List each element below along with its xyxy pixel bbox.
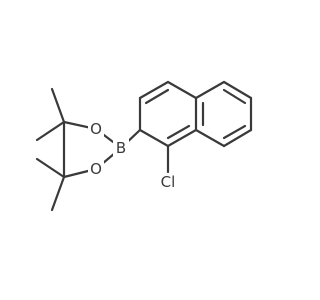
bond-c7-c8-double [222, 124, 247, 140]
chlorine-label: Cl [161, 173, 176, 191]
bond-c1-c2 [138, 128, 170, 148]
bond-c4a-c5 [194, 80, 226, 100]
bond-c5-c6 [222, 80, 253, 100]
bond-c5-c6-double [222, 88, 247, 105]
bond-c8a-c1-double [166, 124, 191, 140]
bond-methyl-2 [35, 120, 66, 142]
molecule-structure: O O B Cl [35, 80, 253, 212]
bond-lines [35, 80, 253, 212]
bond-methyl-3 [35, 157, 66, 179]
bond-c7-c8 [222, 128, 253, 148]
atom-labels: O O B Cl [88, 120, 179, 191]
bond-c3-c4-double [144, 88, 170, 105]
boron-label: B [116, 139, 126, 157]
bond-c8a-c1 [166, 128, 198, 148]
oxygen-top-label: O [90, 120, 102, 138]
bond-c3-c4 [138, 80, 170, 100]
bond-methyl-1 [50, 87, 66, 124]
bond-methyl-4 [50, 175, 66, 212]
bond-c8-c8a [194, 128, 226, 148]
oxygen-bottom-label: O [90, 160, 102, 178]
bond-c4-c4a [166, 80, 198, 100]
